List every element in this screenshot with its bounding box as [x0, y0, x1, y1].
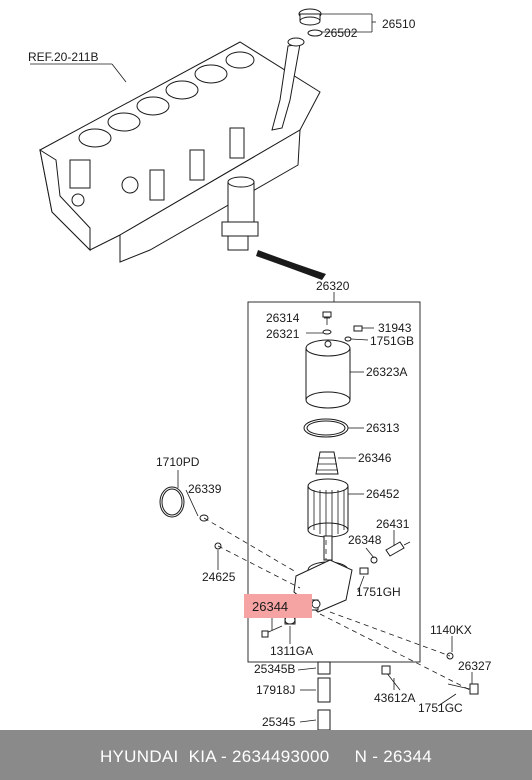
tube-25345-icon: [317, 709, 331, 731]
sleeve-17918J-icon: [317, 677, 331, 703]
label-26502: 26502: [324, 26, 358, 40]
label-25345: 25345: [262, 715, 296, 729]
label-1710PD: 1710PD: [156, 455, 200, 469]
gasket-1710PD-icon: [159, 486, 185, 518]
footer-bar: [0, 730, 532, 780]
label-ref: REF.20-211B: [28, 50, 98, 64]
label-1751GC: 1751GC: [418, 701, 463, 715]
plug-1751GH-icon: [359, 567, 369, 575]
label-26510: 26510: [382, 17, 416, 31]
oring-26313-icon: [303, 418, 349, 438]
filter-housing-26323A-icon: [305, 339, 351, 409]
oring-26502-icon: [307, 29, 323, 37]
label-26348: 26348: [348, 533, 382, 547]
bolt-1311GA-icon: [261, 625, 283, 638]
engine-block-illustration: [39, 41, 321, 263]
spring-26346-icon: [315, 451, 339, 475]
label-26327: 26327: [458, 659, 492, 673]
bolt-26314-icon: [322, 311, 332, 325]
footer-text: HYUNDAI KIA - 2634493000 N - 26344: [100, 747, 432, 766]
label-26452: 26452: [366, 487, 400, 501]
oil-filler-pipe: [271, 37, 305, 131]
label-1140KX: 1140KX: [430, 623, 472, 637]
filter-element-26452-icon: [307, 478, 349, 538]
highlight-26344: [244, 594, 312, 618]
label-1751GB: 1751GB: [370, 334, 414, 348]
washer-26321-icon: [322, 329, 332, 335]
label-leader-lines: [177, 317, 473, 723]
label-26339: 26339: [188, 482, 222, 496]
callout-arrow: [256, 250, 326, 280]
label-26346: 26346: [358, 451, 392, 465]
label-1311GA: 1311GA: [270, 644, 313, 658]
label-1751GH: 1751GH: [356, 585, 401, 599]
label-26344: 26344: [252, 599, 288, 614]
washer-26348-icon: [370, 556, 378, 564]
label-25345B: 25345B: [254, 662, 295, 676]
label-26323A: 26323A: [366, 365, 407, 379]
label-26313: 26313: [366, 421, 400, 435]
plug-31943-icon: [344, 325, 363, 342]
top-leader-lines: [30, 13, 376, 83]
filter-on-engine: [221, 176, 259, 251]
label-17918J: 17918J: [256, 683, 295, 697]
label-24625: 24625: [202, 570, 236, 584]
filler-cap-icon: [298, 8, 322, 26]
label-26314: 26314: [266, 311, 300, 325]
label-26431: 26431: [376, 517, 410, 531]
label-31943: 31943: [378, 321, 412, 335]
label-26320: 26320: [316, 279, 350, 293]
bolt-26327-icon: [447, 683, 479, 695]
plug-25345B-icon: [317, 661, 331, 675]
label-26321: 26321: [266, 327, 300, 341]
label-43612A: 43612A: [374, 691, 415, 705]
sensor-26431-icon: [385, 541, 411, 557]
dashed-guide-lines: [203, 517, 471, 691]
bolt-43612A-icon: [381, 665, 401, 691]
